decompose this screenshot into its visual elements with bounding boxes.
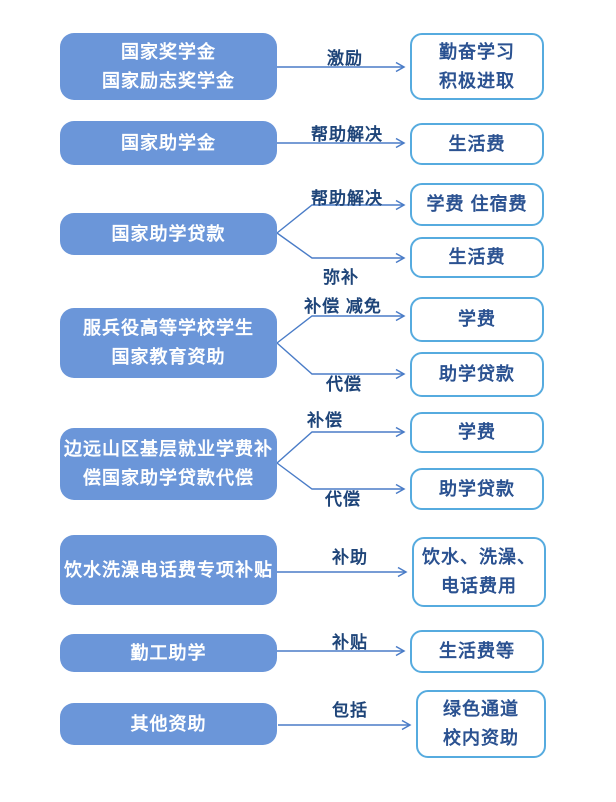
source-box-work-study: 勤工助学	[60, 634, 277, 672]
target-box-diligent-study: 勤奋学习 积极进取	[410, 33, 544, 100]
source-box-student-loan: 国家助学贷款	[60, 213, 277, 255]
arrow-compensate	[276, 426, 406, 464]
target-box-tuition-accommodation: 学费 住宿费	[410, 183, 544, 226]
source-box-remote-area-employment: 边远山区基层就业学费补 偿国家助学贷款代偿	[60, 428, 277, 500]
arrow-compensate-waive	[276, 310, 406, 344]
target-box-label: 生活费	[448, 247, 506, 267]
target-box-label: 饮水、洗澡、	[422, 547, 536, 567]
connector-label-subsidy-1: 补助	[332, 548, 368, 567]
target-box-student-loan-1: 助学贷款	[410, 352, 544, 397]
source-box-label: 其他资助	[130, 713, 207, 734]
target-box-student-loan-2: 助学贷款	[410, 468, 544, 510]
connector-label-include: 包括	[332, 701, 368, 720]
target-box-label: 积极进取	[439, 70, 515, 91]
source-box-label: 勤工助学	[130, 642, 207, 663]
arrow-repay-2	[276, 462, 406, 495]
connector-label-compensate-waive: 补偿 减免	[304, 297, 382, 316]
source-box-label: 国家奖学金	[121, 41, 216, 62]
connector-label-repay-1: 代偿	[326, 375, 362, 394]
target-box-label: 校内资助	[443, 728, 519, 748]
source-box-label: 国家励志奖学金	[102, 70, 235, 91]
source-box-national-scholarship: 国家奖学金 国家励志奖学金	[60, 33, 277, 100]
arrow-repay-1	[276, 342, 406, 380]
source-box-label: 国家助学金	[121, 132, 216, 153]
target-box-living-expenses-etc: 生活费等	[410, 630, 544, 673]
target-box-label: 生活费等	[439, 641, 515, 661]
target-box-tuition-2: 学费	[410, 412, 544, 453]
source-box-military-service-aid: 服兵役高等学校学生 国家教育资助	[60, 308, 277, 378]
connector-label-help-solve-1: 帮助解决	[311, 125, 383, 144]
target-box-label: 学费	[458, 422, 496, 442]
connector-label-incentive: 激励	[327, 49, 363, 68]
connector-label-make-up: 弥补	[323, 268, 359, 287]
arrow-make-up	[276, 232, 406, 264]
connector-label-repay-2: 代偿	[325, 490, 361, 509]
target-box-label: 助学贷款	[439, 364, 515, 384]
target-box-label: 勤奋学习	[439, 41, 515, 62]
target-box-label: 助学贷款	[439, 478, 515, 499]
source-box-label: 国家助学贷款	[111, 223, 226, 244]
target-box-label: 学费	[458, 309, 496, 329]
arrow-help-solve-2	[276, 199, 406, 234]
target-box-green-channel: 绿色通道 校内资助	[416, 690, 546, 758]
source-box-national-grant: 国家助学金	[60, 121, 277, 165]
target-box-tuition-1: 学费	[410, 297, 544, 342]
source-box-label: 服兵役高等学校学生	[83, 318, 254, 338]
connector-label-help-solve-2: 帮助解决	[311, 189, 383, 208]
target-box-label: 生活费	[448, 133, 506, 154]
source-box-label: 偿国家助学贷款代偿	[83, 468, 254, 488]
source-box-other-aid: 其他资助	[60, 703, 277, 745]
target-box-living-expenses-2: 生活费	[410, 237, 544, 278]
connector-label-compensate: 补偿	[307, 411, 343, 430]
target-box-label: 绿色通道	[443, 699, 519, 719]
source-box-label: 国家教育资助	[111, 347, 226, 367]
target-box-water-bath-phone: 饮水、洗澡、 电话费用	[412, 537, 546, 607]
source-box-label: 饮水洗澡电话费专项补贴	[64, 559, 273, 580]
target-box-label: 电话费用	[441, 576, 517, 596]
source-box-label: 边远山区基层就业学费补	[64, 439, 273, 459]
target-box-label: 学费 住宿费	[426, 194, 528, 214]
connector-label-subsidy-2: 补贴	[332, 633, 368, 652]
target-box-living-expenses-1: 生活费	[410, 123, 544, 165]
source-box-utilities-subsidy: 饮水洗澡电话费专项补贴	[60, 535, 277, 605]
